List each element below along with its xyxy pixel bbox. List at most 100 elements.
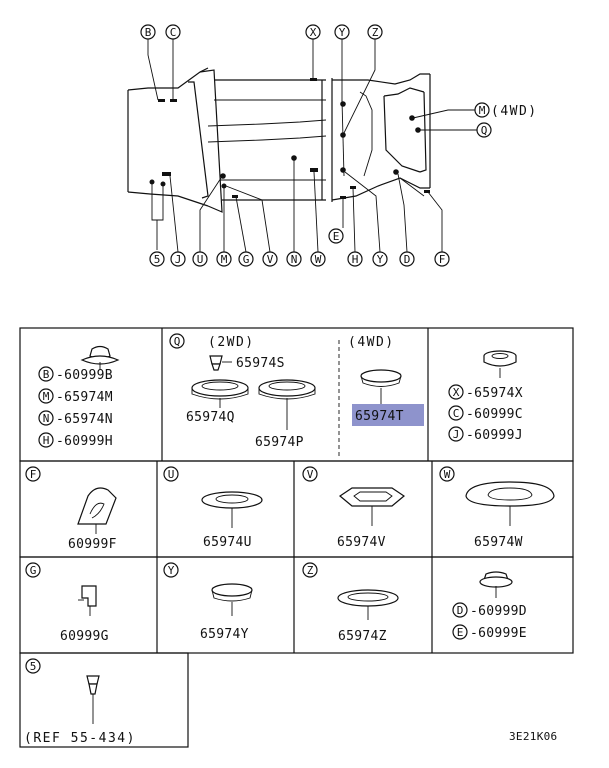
svg-text:B: B (145, 26, 152, 39)
cell-z: Z 65974Z (302, 562, 399, 644)
svg-text:60999F: 60999F (68, 537, 117, 552)
cell-bmnh: B -60999B M -65974M N -65974N H -60999H (38, 345, 120, 449)
svg-text:Z: Z (372, 26, 379, 39)
svg-text:-60999E: -60999E (470, 626, 527, 641)
fastener-icon (86, 675, 100, 724)
svg-text:M: M (479, 104, 486, 117)
grommet-icon (80, 345, 120, 370)
svg-text:F: F (439, 253, 446, 266)
svg-text:60999G: 60999G (60, 629, 109, 644)
svg-text:-60999D: -60999D (470, 604, 527, 619)
grommet-icon (483, 350, 517, 378)
callout-b: B (140, 24, 156, 40)
svg-text:F: F (30, 468, 37, 481)
svg-text:65974T: 65974T (355, 409, 404, 424)
svg-text:D: D (404, 253, 411, 266)
svg-text:65974V: 65974V (337, 535, 386, 550)
svg-text:U: U (197, 253, 204, 266)
svg-text:W: W (444, 468, 451, 481)
svg-text:C: C (170, 26, 177, 39)
svg-text:5: 5 (30, 660, 37, 673)
svg-text:N: N (291, 253, 298, 266)
cell-f: F 60999F (25, 466, 117, 552)
svg-text:Q: Q (481, 124, 488, 137)
svg-text:-60999H: -60999H (56, 434, 113, 449)
cell-y: Y 65974Y (163, 562, 253, 642)
svg-text:J: J (175, 253, 182, 266)
svg-text:-60999C: -60999C (466, 407, 523, 422)
svg-text:-65974M: -65974M (56, 390, 113, 405)
clip-60999g-icon (78, 585, 97, 616)
svg-text:5: 5 (154, 253, 161, 266)
plug-65974z-icon (337, 589, 399, 620)
svg-text:X: X (453, 386, 460, 399)
bottom-callouts: 5 J U M G V N W H Y D F (149, 251, 450, 267)
svg-text:65974Y: 65974Y (200, 627, 249, 642)
svg-text:W: W (315, 253, 322, 266)
grommet-icon (479, 571, 513, 598)
svg-text:65974U: 65974U (203, 535, 252, 550)
cell-g: G 60999G (25, 562, 109, 644)
callout-x: X (305, 24, 321, 40)
plug-65974t-icon (360, 369, 402, 404)
cell-xcj: X -65974X C -60999C J -60999J (448, 350, 523, 443)
drawing-code: 3E21K06 (509, 730, 557, 743)
svg-text:65974P: 65974P (255, 435, 304, 450)
callout-m-4wd: M (4WD) (474, 102, 538, 119)
svg-text:(4WD): (4WD) (491, 104, 538, 119)
underbody-overview (127, 67, 431, 213)
svg-text:Y: Y (168, 564, 175, 577)
plug-65974v-icon (338, 487, 406, 526)
svg-text:65974Z: 65974Z (338, 629, 387, 644)
callout-e: E (328, 228, 344, 244)
cell-u: U 65974U (163, 466, 263, 550)
svg-text:-60999B: -60999B (56, 368, 113, 383)
svg-text:U: U (168, 468, 175, 481)
svg-text:E: E (457, 626, 464, 639)
callout-c: C (165, 24, 181, 40)
svg-text:V: V (267, 253, 274, 266)
svg-text:-60999J: -60999J (466, 428, 523, 443)
svg-text:C: C (453, 407, 460, 420)
callout-q: Q (476, 122, 492, 138)
svg-text:M: M (43, 390, 50, 403)
cell-de: D -60999D E -60999E (452, 571, 527, 641)
plug-65974y-icon (211, 583, 253, 616)
svg-text:G: G (243, 253, 250, 266)
svg-text:-65974N: -65974N (56, 412, 113, 427)
part-65974t-highlight (352, 404, 424, 426)
svg-text:N: N (43, 412, 50, 425)
svg-text:E: E (333, 230, 340, 243)
cell-q: Q (2WD) (4WD) 65974S 65974Q 65974P (169, 333, 424, 450)
clip-60999f-icon (77, 487, 117, 534)
cell-w: W 65974W (439, 466, 555, 550)
callout-y-top: Y (334, 24, 350, 40)
svg-text:Z: Z (307, 564, 314, 577)
svg-text:D: D (457, 604, 464, 617)
plug-65974w-icon (465, 481, 555, 526)
svg-text:(2WD): (2WD) (208, 335, 255, 350)
svg-text:Q: Q (174, 335, 181, 348)
svg-text:65974W: 65974W (474, 535, 523, 550)
callout-leaders (147, 39, 477, 253)
svg-text:J: J (453, 428, 460, 441)
plug-65974q-icon (191, 379, 249, 408)
svg-text:B: B (43, 368, 50, 381)
svg-text:X: X (310, 26, 317, 39)
plug-65974s-icon (209, 355, 232, 371)
svg-text:V: V (307, 468, 314, 481)
plug-65974p-icon (258, 379, 316, 430)
svg-text:Y: Y (339, 26, 346, 39)
svg-text:65974S: 65974S (236, 356, 285, 371)
cell-5: 5 (REF 55-434) (24, 658, 136, 746)
svg-text:(4WD): (4WD) (348, 335, 395, 350)
svg-text:(REF 55-434): (REF 55-434) (24, 731, 136, 746)
svg-text:G: G (30, 564, 37, 577)
parts-table-grid (19, 327, 574, 748)
callout-z: Z (367, 24, 383, 40)
svg-text:-65974X: -65974X (466, 386, 523, 401)
cell-v: V 65974V (302, 466, 406, 550)
svg-text:65974Q: 65974Q (186, 410, 235, 425)
svg-text:H: H (352, 253, 359, 266)
